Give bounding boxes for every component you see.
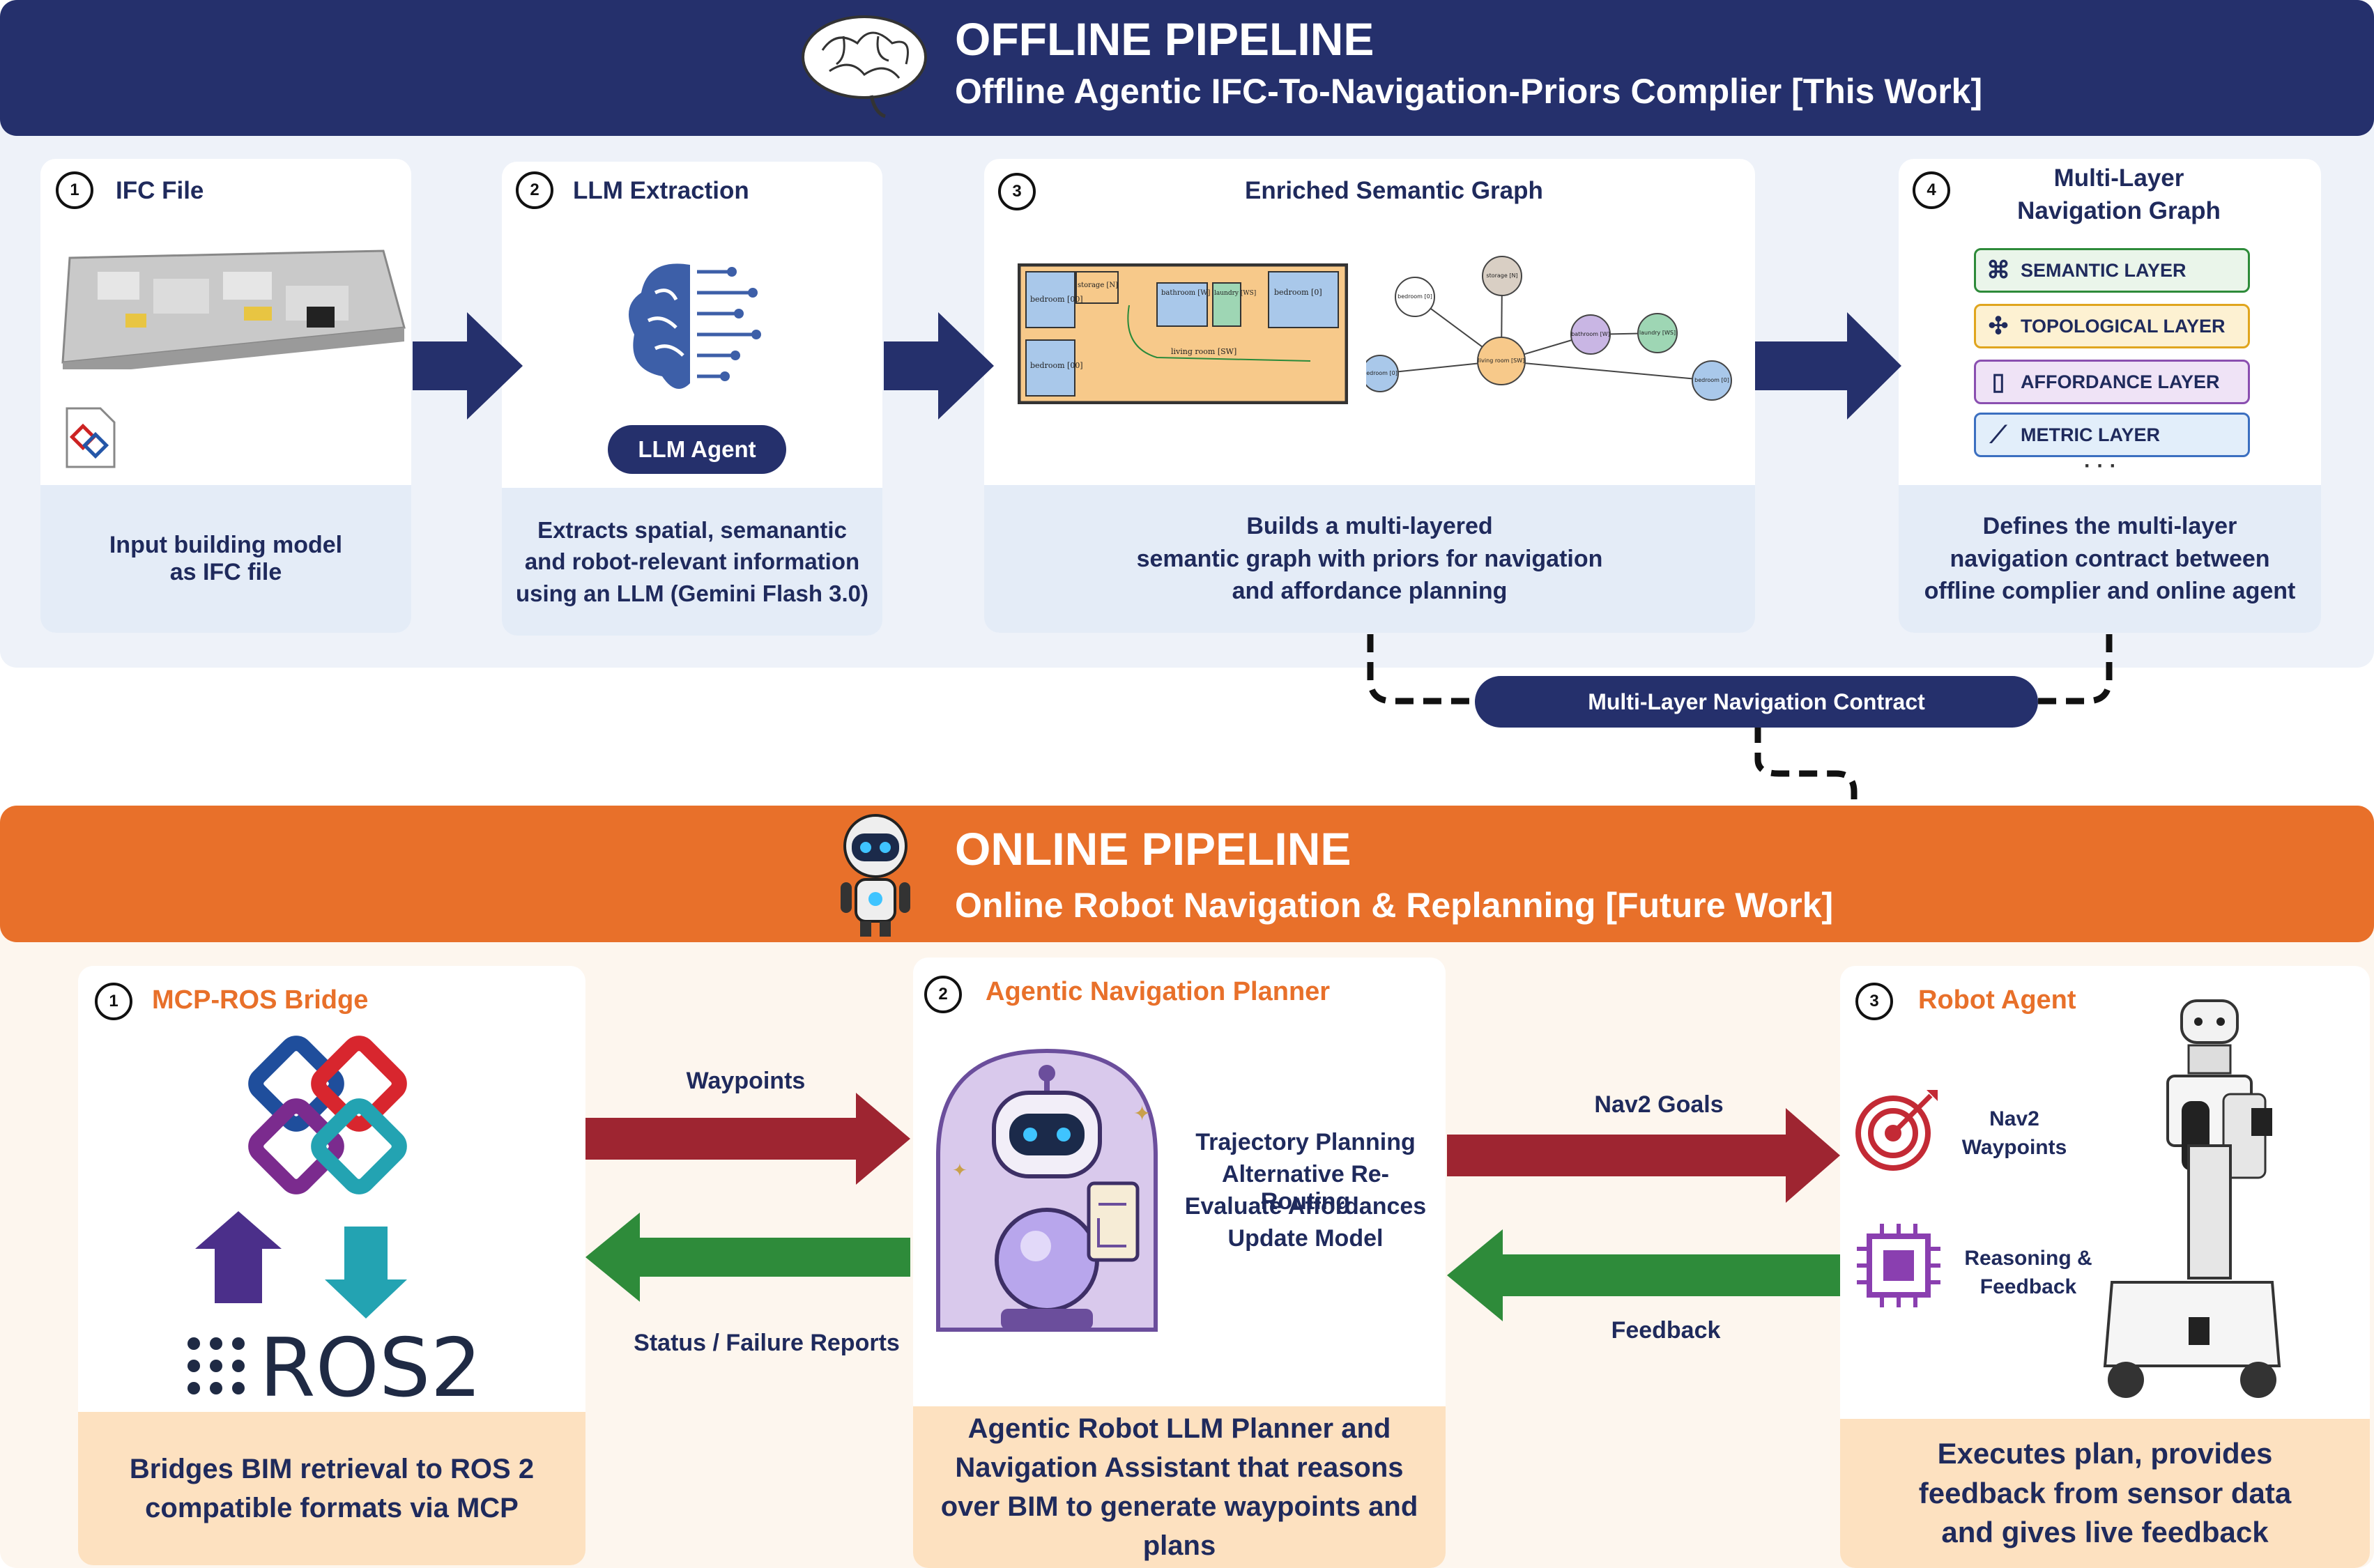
feedback-label: Feedback xyxy=(1611,1317,1721,1344)
offline-subtitle: Offline Agentic IFC-To-Navigation-Priors… xyxy=(955,72,1983,111)
brain-icon: ⌘ xyxy=(1986,257,2010,284)
planner-task-trajectory: Trajectory Planning xyxy=(1195,1129,1416,1155)
offline-header xyxy=(0,0,2374,136)
bridge-title: MCP-ROS Bridge xyxy=(152,985,369,1015)
ros2-logo-icon xyxy=(183,1331,266,1401)
bim-logo-icon xyxy=(237,1031,418,1206)
arrow-3-to-4 xyxy=(1755,312,1901,420)
step-semantic-graph-panel: Builds a multi-layered semantic graph wi… xyxy=(984,159,1755,633)
waypoints-arrow xyxy=(585,1093,910,1185)
online-step-2-number: 2 xyxy=(924,976,962,1013)
planner-task-rerouting: Alternative Re-Routing xyxy=(1222,1161,1389,1215)
bridge-caption: Bridges BIM retrieval to ROS 2 compatibl… xyxy=(78,1412,585,1565)
graph-node-label-1: bedroom [0] xyxy=(1397,293,1432,300)
ruler-icon: ⟋ xyxy=(1990,421,2007,448)
svg-text:✦: ✦ xyxy=(952,1160,967,1181)
graph-node-label-0: storage [N] xyxy=(1486,272,1517,279)
ai-brain-icon xyxy=(620,251,767,404)
planner-title: Agentic Navigation Planner xyxy=(986,977,1331,1006)
floorplan-room-label-0: bedroom [00] xyxy=(1030,295,1083,304)
nav2-goals-arrow xyxy=(1447,1108,1840,1203)
svg-text:✦: ✦ xyxy=(1133,1102,1151,1125)
step-llm-extraction-panel: Extracts spatial, semanantic and robot-r… xyxy=(502,162,882,636)
robot-mascot-icon xyxy=(834,813,917,938)
door-icon: ▯ xyxy=(1991,369,2005,395)
step-navigation-graph-panel: Defines the multi-layer navigation contr… xyxy=(1899,159,2321,633)
online-step-3-number: 3 xyxy=(1855,983,1893,1020)
nav2-goals-label: Nav2 Goals xyxy=(1594,1091,1724,1118)
robot-caption: Executes plan, provides feedback from se… xyxy=(1840,1419,2370,1568)
waypoints-label: Waypoints xyxy=(686,1068,806,1094)
online-title: ONLINE PIPELINE xyxy=(955,823,1351,875)
floorplan-room-label-3: laundry [WS] xyxy=(1214,290,1256,297)
floorplan-room-label-5: bedroom [00] xyxy=(1030,361,1083,370)
metric-layer-chip: ⟋ METRIC LAYER xyxy=(1974,413,2250,457)
topological-layer-label: TOPOLOGICAL LAYER xyxy=(2021,315,2226,337)
floorplan-room-label-6: living room [SW] xyxy=(1171,347,1236,356)
robot-item-nav2-waypoints: Nav2 Waypoints xyxy=(1961,1107,2067,1159)
ros2-logo-text: ROS2 xyxy=(259,1321,482,1415)
planner-caption: Agentic Robot LLM Planner and Navigation… xyxy=(913,1406,1446,1568)
navigation-contract-pill: Multi-Layer Navigation Contract xyxy=(1475,676,2038,728)
building-model-image xyxy=(56,230,408,369)
metric-layer-label: METRIC LAYER xyxy=(2021,424,2161,445)
floorplan-room-label-4: bedroom [0] xyxy=(1274,288,1322,297)
step-1-title: IFC File xyxy=(116,177,204,204)
ifc-file-icon xyxy=(63,406,118,470)
feedback-arrow xyxy=(1447,1229,1840,1321)
status-failure-label: Status / Failure Reports xyxy=(634,1330,900,1356)
step-ifc-file-panel: Input building model as IFC file xyxy=(40,159,411,633)
offline-title: OFFLINE PIPELINE xyxy=(955,13,1374,65)
online-step-1-number: 1 xyxy=(95,983,132,1020)
step-ifc-caption: Input building model as IFC file xyxy=(40,485,411,633)
step-graph-caption: Builds a multi-layered semantic graph wi… xyxy=(984,485,1755,633)
step-2-title: LLM Extraction xyxy=(573,177,749,204)
graph-node-label-2: bathroom [W] xyxy=(1571,331,1610,337)
arrow-1-to-2 xyxy=(413,312,523,420)
step-2-number: 2 xyxy=(516,171,553,209)
floorplan-room-label-2: bathroom [W] xyxy=(1161,289,1210,297)
arrow-2-to-3 xyxy=(884,312,994,420)
step-nav-caption: Defines the multi-layer navigation contr… xyxy=(1899,485,2321,633)
processor-chip-icon xyxy=(1854,1221,1943,1310)
step-1-number: 1 xyxy=(56,171,93,209)
semantic-graph-image: storage [N] bedroom [0] bathroom [W] lau… xyxy=(1366,248,1743,411)
online-subtitle: Online Robot Navigation & Replanning [Fu… xyxy=(955,886,1834,925)
planner-task-affordances: Evaluate Affordances xyxy=(1184,1193,1427,1220)
graph-node-label-3: laundry [WS] xyxy=(1639,330,1676,336)
contract-connector-left xyxy=(1367,634,1476,705)
brain-icon xyxy=(795,8,934,120)
robot-item-reasoning-feedback: Reasoning & Feedback xyxy=(1964,1247,2092,1298)
graph-node-label-6: bedroom [0] xyxy=(1694,377,1729,383)
semantic-layer-label: SEMANTIC LAYER xyxy=(2021,259,2187,281)
robot-title: Robot Agent xyxy=(1918,985,2076,1015)
floorplan-image: bedroom [00] storage [N] bathroom [W] la… xyxy=(1018,263,1348,404)
step-3-number: 3 xyxy=(998,173,1036,210)
graph-node-label-5: bedroom [0] xyxy=(1366,370,1397,376)
planner-robot-illustration: ✦✦ xyxy=(924,1037,1170,1348)
topological-layer-chip: ✣ TOPOLOGICAL LAYER xyxy=(1974,304,2250,348)
affordance-layer-label: AFFORDANCE LAYER xyxy=(2021,371,2220,392)
mobile-manipulator-robot-image xyxy=(2084,990,2293,1408)
llm-agent-badge: LLM Agent xyxy=(608,425,786,474)
more-layers-indicator: · · · xyxy=(2084,454,2117,477)
affordance-layer-chip: ▯ AFFORDANCE LAYER xyxy=(1974,360,2250,404)
up-arrow-icon xyxy=(195,1211,282,1303)
online-header xyxy=(0,806,2374,942)
graph-node-label-4: living room [SW] xyxy=(1478,358,1525,364)
floorplan-room-label-1: storage [N] xyxy=(1078,282,1118,289)
network-icon: ✣ xyxy=(1988,313,2009,339)
step-llm-caption: Extracts spatial, semanantic and robot-r… xyxy=(502,488,882,636)
planner-task-update: Update Model xyxy=(1227,1225,1384,1252)
semantic-layer-chip: ⌘ SEMANTIC LAYER xyxy=(1974,248,2250,293)
step-4-number: 4 xyxy=(1913,171,1950,209)
target-icon xyxy=(1854,1087,1940,1174)
contract-connector-right xyxy=(2037,634,2113,705)
step-3-title: Enriched Semantic Graph xyxy=(1245,177,1543,204)
step-4-title: Multi-Layer Navigation Graph xyxy=(2017,164,2221,225)
down-arrow-icon xyxy=(325,1227,407,1319)
status-arrow xyxy=(585,1213,910,1302)
